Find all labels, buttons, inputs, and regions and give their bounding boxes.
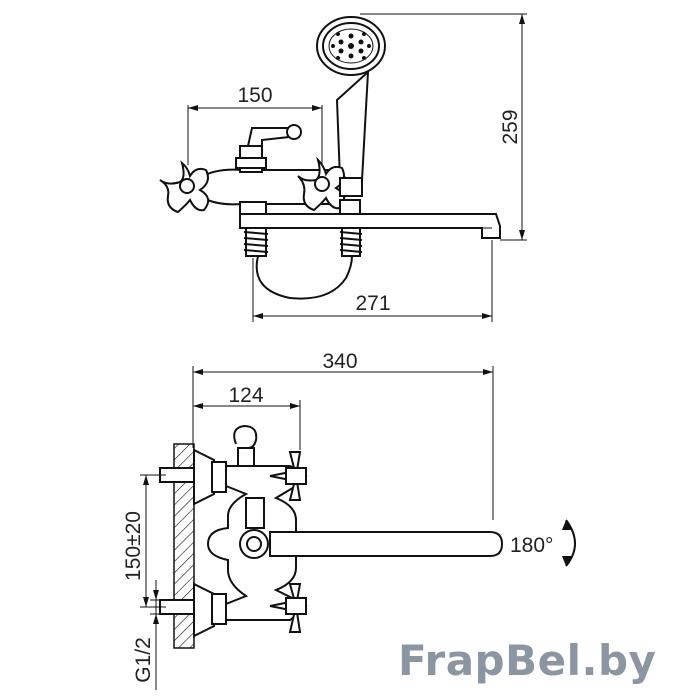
spout — [239, 213, 501, 239]
left-cross-handle — [159, 160, 210, 214]
lower-right-cross-plan — [269, 583, 308, 633]
front-view: 150 259 — [159, 13, 527, 322]
rotation-label: 180° — [510, 534, 553, 557]
dimension-label-inlet-spacing: 150±20 — [122, 511, 145, 581]
lower-inlet — [159, 582, 227, 638]
right-nut — [339, 199, 361, 215]
dimension-thread: G1/2 — [132, 580, 168, 690]
hose-loop — [255, 255, 353, 300]
diverter-plan — [239, 497, 269, 559]
brand-watermark: FrapBel.by — [398, 636, 657, 685]
dimension-wall-offset: 124 — [193, 384, 301, 450]
shower-connector — [339, 177, 363, 197]
dimension-label-handle-spacing: 150 — [237, 84, 272, 107]
wall-hatch — [173, 443, 195, 649]
spout-plan — [269, 531, 504, 557]
right-eccentric — [339, 227, 363, 257]
dimension-overall-length: 340 — [192, 350, 494, 520]
dimension-handle-spacing: 150 — [187, 84, 323, 165]
dimension-label-overall-length: 340 — [322, 350, 357, 373]
dimension-height: 259 — [360, 13, 527, 241]
left-eccentric — [243, 227, 269, 257]
upper-right-cross-plan — [269, 451, 308, 501]
right-cross-handle — [297, 156, 346, 212]
diverter-lever — [235, 124, 302, 173]
dimension-label-wall-offset: 124 — [228, 384, 263, 407]
shower-hook — [233, 424, 258, 467]
dimension-label-thread: G1/2 — [132, 637, 155, 683]
dimension-label-height: 259 — [499, 109, 522, 144]
shower-head — [316, 16, 386, 181]
dimension-label-spout-length: 271 — [355, 292, 390, 315]
plan-view: 340 124 — [122, 350, 576, 690]
dimension-inlet-spacing: 150±20 — [122, 474, 166, 608]
dimension-spout-length: 271 — [252, 240, 493, 322]
rotation-indicator: 180° — [510, 519, 576, 567]
upper-inlet — [159, 448, 227, 506]
